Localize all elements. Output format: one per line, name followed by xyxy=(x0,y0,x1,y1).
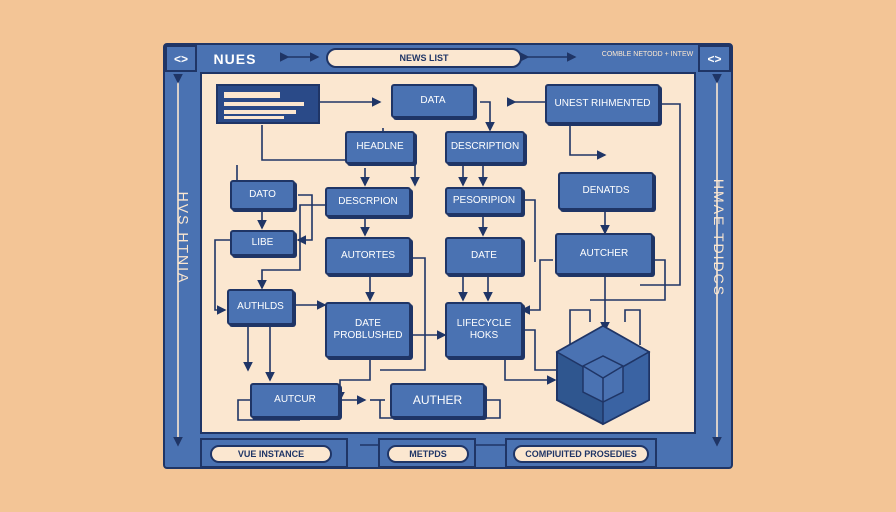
node-autortes[interactable]: AUTORTES xyxy=(325,237,411,275)
node-lifecycle[interactable]: LIFECYCLE HOKS xyxy=(445,302,523,358)
node-description-left[interactable]: DESCRPION xyxy=(325,187,411,217)
code-icon: <> xyxy=(707,51,722,66)
node-unest[interactable]: UNEST RIHMENTED xyxy=(545,84,660,124)
app-title: NUES xyxy=(200,45,270,72)
code-icon: <> xyxy=(173,51,188,66)
vue-instance-label: VUE INSTANCE xyxy=(237,449,305,459)
node-autcher[interactable]: AUTCHER xyxy=(555,233,653,275)
vue-instance-tab[interactable]: VUE INSTANCE xyxy=(210,445,332,463)
right-header-text: COMBLE NETODD + INTEW xyxy=(601,51,694,58)
node-dato[interactable]: DATO xyxy=(230,180,295,210)
node-autcur[interactable]: AUTCUR xyxy=(250,383,340,418)
node-headline[interactable]: HEADLNE xyxy=(345,131,415,164)
node-auther[interactable]: AUTHER xyxy=(390,383,485,418)
computed-tab[interactable]: COMPIUITED PROSEDIES xyxy=(513,445,649,463)
document-icon xyxy=(224,92,280,98)
node-pescription[interactable]: PESORIPION xyxy=(445,187,523,215)
doc-line xyxy=(224,102,304,106)
methods-label: METPDS xyxy=(409,449,447,459)
app-title-text: NUES xyxy=(213,50,257,67)
cube-icon xyxy=(555,324,651,426)
methods-tab[interactable]: METPDS xyxy=(387,445,469,463)
node-date-mid[interactable]: DATE xyxy=(445,237,523,275)
node-data[interactable]: DATA xyxy=(391,84,475,118)
nav-left-button[interactable]: <> xyxy=(165,45,197,72)
node-denatds[interactable]: DENATDS xyxy=(558,172,654,210)
news-list-label: NEWS LIST xyxy=(399,53,449,63)
computed-label: COMPIUITED PROSEDIES xyxy=(525,449,637,459)
doc-line xyxy=(224,110,296,114)
nav-right-button[interactable]: <> xyxy=(698,45,731,72)
node-date-published[interactable]: DATE PROBLUSHED xyxy=(325,302,411,358)
node-libe[interactable]: LIBE xyxy=(230,230,295,256)
document-widget[interactable] xyxy=(216,84,320,124)
node-description-top[interactable]: DESCRIPTION xyxy=(445,131,525,164)
doc-line xyxy=(224,116,284,119)
node-authlds[interactable]: AUTHLDS xyxy=(227,289,294,325)
